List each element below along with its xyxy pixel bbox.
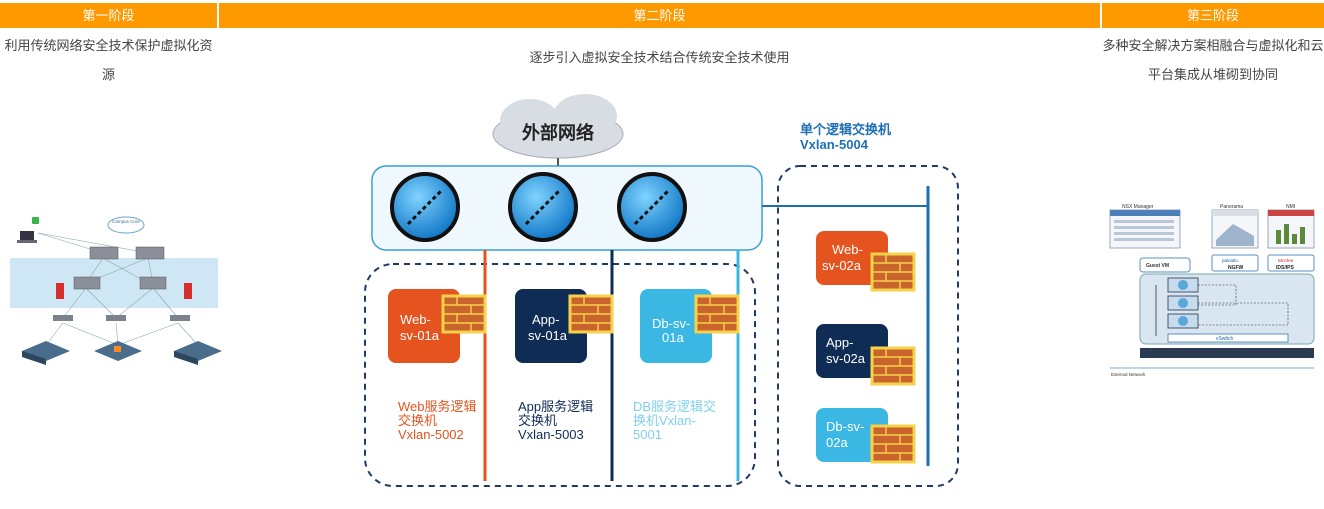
stage3-header: 第三阶段 — [1102, 3, 1324, 28]
svg-text:Web-: Web- — [832, 242, 863, 257]
svg-text:DB服务逻辑交: DB服务逻辑交 — [633, 399, 716, 414]
vm-app-sv-02a: App- sv-02a — [816, 324, 888, 378]
svg-text:Vxlan-5002: Vxlan-5002 — [398, 427, 464, 442]
svg-text:5001: 5001 — [633, 427, 662, 442]
laptop-icon — [17, 231, 37, 243]
svg-text:NGFW: NGFW — [1228, 265, 1244, 271]
router-icons — [390, 172, 687, 242]
guest-vm-box: Guest VM — [1139, 257, 1191, 273]
svg-text:Guest VM: Guest VM — [1146, 263, 1169, 269]
single-switch-title: 单个逻辑交换机 — [800, 122, 891, 137]
vnic-chain — [1155, 277, 1289, 336]
web-switch-label: Web服务逻辑 交换机 Vxlan-5002 — [398, 399, 477, 442]
core-switches — [73, 246, 167, 290]
svg-text:Web-: Web- — [400, 312, 431, 327]
stage1-header: 第一阶段 — [0, 3, 217, 28]
svg-text:McAfee: McAfee — [1278, 258, 1294, 263]
stage3-integrated-security-diagram: NSX Manager Panorama NMI Guest VM paloal… — [1109, 204, 1315, 377]
stage2-virtual-security-diagram: 外部网络 单个逻辑交换机 Vxlan-5004 Web- sv-01a App-… — [364, 94, 959, 487]
access-switches — [53, 315, 190, 321]
svg-text:sv-02a: sv-02a — [826, 351, 866, 366]
single-switch-zone — [777, 165, 959, 487]
svg-text:paloalto: paloalto — [1222, 258, 1238, 263]
svg-text:sv-01a: sv-01a — [528, 328, 568, 343]
svg-text:02a: 02a — [826, 435, 848, 450]
svg-text:Vxlan-5003: Vxlan-5003 — [518, 427, 584, 442]
vendor-paloalto: paloalto NGFW — [1211, 254, 1259, 272]
external-network-cloud: 外部网络 — [492, 94, 624, 159]
svg-text:sv-02a: sv-02a — [822, 258, 862, 273]
single-switch-id: Vxlan-5004 — [800, 137, 869, 152]
firewall-left-icon — [56, 283, 64, 299]
multi-switch-zone — [364, 263, 756, 487]
svg-text:App-: App- — [826, 335, 853, 350]
stage1-traditional-network-illustration: Campus Core — [10, 216, 222, 365]
svg-text:App服务逻辑: App服务逻辑 — [518, 399, 593, 414]
status-dot-icon — [32, 217, 39, 224]
svg-text:Campus Core: Campus Core — [112, 219, 140, 224]
svg-text:App-: App- — [532, 312, 559, 327]
panel-title-panorama: Panorama — [1220, 204, 1243, 210]
db-switch-label: DB服务逻辑交 换机Vxlan- 5001 — [633, 399, 716, 442]
svg-text:01a: 01a — [662, 330, 684, 345]
stage2-header: 第二阶段 — [219, 3, 1100, 28]
stage3-description: 多种安全解决方案相融合与虚拟化和云平台集成从堆砌到协同 — [1102, 38, 1324, 82]
firewall-right-icon — [184, 283, 192, 299]
panel-title-nmi: NMI — [1286, 204, 1295, 210]
vendor-mcafee: McAfee IDS/IPS — [1267, 254, 1315, 272]
svg-text:Db-sv-: Db-sv- — [652, 316, 690, 331]
svg-text:IDS/IPS: IDS/IPS — [1276, 265, 1294, 271]
vm-db-sv-02a: Db-sv- 02a — [816, 408, 888, 462]
svg-text:交换机: 交换机 — [518, 413, 557, 428]
svg-text:vSwitch: vSwitch — [1216, 336, 1233, 342]
campus-core-cloud: Campus Core — [107, 216, 145, 234]
vm-db-sv-01a: Db-sv- 01a — [640, 289, 712, 363]
svg-text:Db-sv-: Db-sv- — [826, 419, 864, 434]
security-zone-band — [10, 258, 218, 308]
external-network-label: External Network — [1111, 372, 1146, 377]
svg-text:sv-01a: sv-01a — [400, 328, 440, 343]
svg-text:Web服务逻辑: Web服务逻辑 — [398, 399, 477, 414]
app-switch-label: App服务逻辑 交换机 Vxlan-5003 — [518, 399, 593, 442]
svg-text:外部网络: 外部网络 — [522, 122, 594, 143]
svg-text:换机Vxlan-: 换机Vxlan- — [633, 413, 696, 428]
panel-title-nsx-manager: NSX Manager — [1122, 204, 1154, 210]
stage2-description: 逐步引入虚拟安全技术结合传统安全技术使用 — [529, 50, 790, 65]
network-links — [37, 232, 199, 346]
vm-web-sv-02a: Web- sv-02a — [816, 231, 888, 285]
stage1-description: 利用传统网络安全技术保护虚拟化资源 — [4, 38, 213, 82]
server-racks — [22, 341, 222, 365]
management-screens — [1109, 209, 1315, 249]
firewall-icons — [441, 252, 916, 464]
vswitch-bar: vSwitch — [1167, 333, 1289, 343]
svg-text:交换机: 交换机 — [398, 413, 437, 428]
server-hardware — [1140, 348, 1314, 358]
